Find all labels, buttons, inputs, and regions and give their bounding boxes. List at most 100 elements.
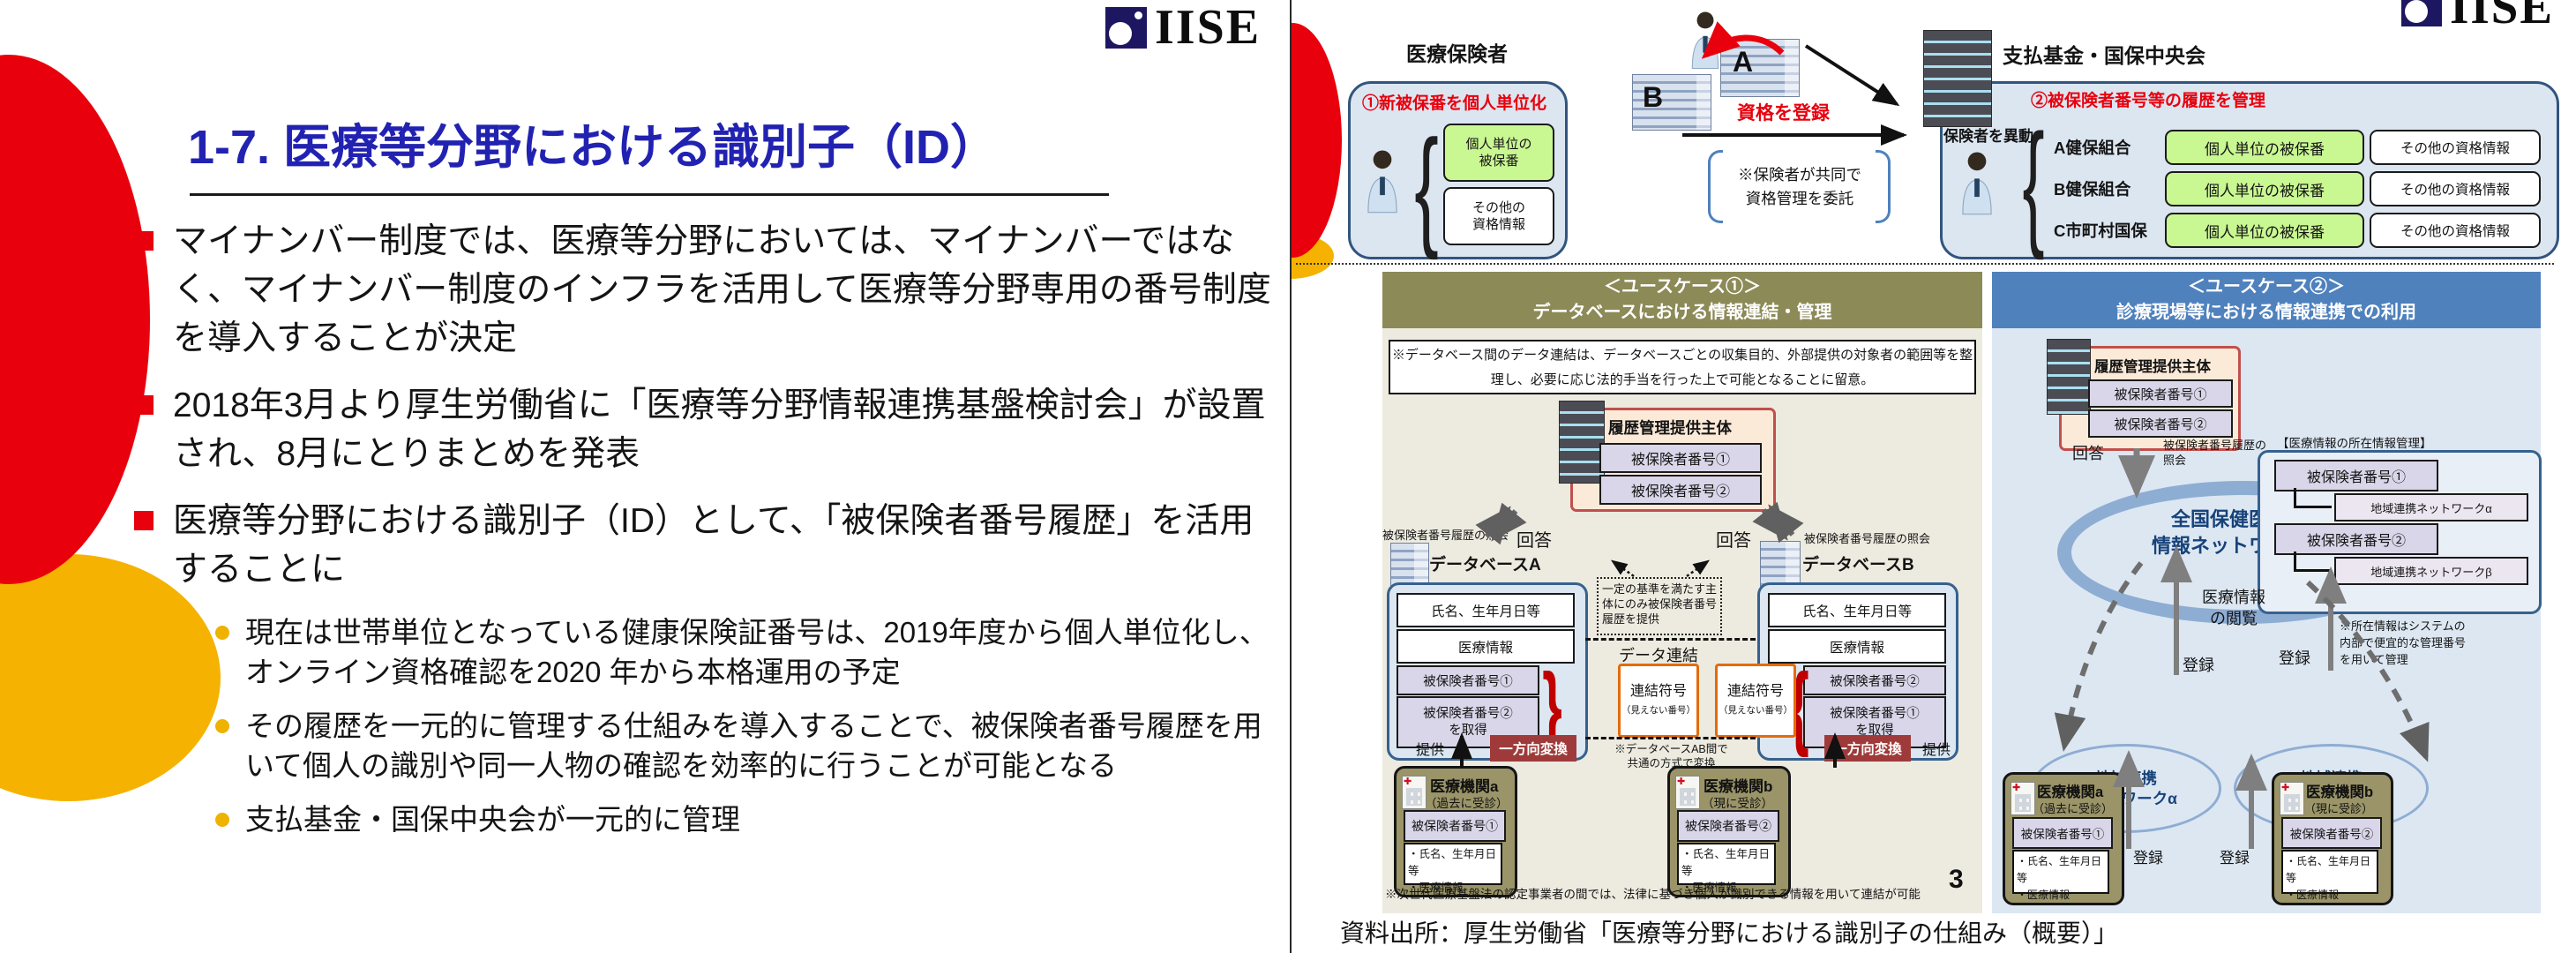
joint-management-note: ※保険者が共同で 資格管理を委託 [1738, 166, 1861, 207]
iise-logo-text: IISE [1155, 0, 1262, 55]
answer-label: 回答 [2072, 445, 2104, 462]
slide-left: IISE 1-7. 医療等分野における識別子（ID） マイナンバー制度では、医療… [0, 0, 1290, 853]
hospital-icon [1675, 776, 1700, 809]
connector-line [2294, 488, 2332, 508]
red-circle-decoration [0, 55, 150, 584]
inst-b-name: 医療機関b [1704, 778, 1773, 795]
org-b-personal-number: 個人単位の被保番 [2165, 171, 2364, 206]
org-b-label: B健保組合 [2054, 180, 2131, 199]
location-note: ※所在情報はシステムの 内部で便宜的な管理番号 を用いて管理 [2340, 619, 2467, 666]
medical-inst-b-box: 医療機関b （現に受診） 被保険者番号② ・氏名、生年月日等 ・医療情報 [1667, 766, 1791, 897]
sub-bullet-text: 支払基金・国保中央会が一元的に管理 [245, 803, 740, 836]
bullet-text: 医療等分野における識別子（ID）として、「被保険者番号履歴」を活用することに [173, 502, 1254, 589]
hospital-icon [1402, 776, 1427, 809]
other-info-box: その他の 資格情報 [1443, 187, 1554, 245]
inst-b-number: 被保険者番号② [2281, 817, 2382, 849]
view-medical-info-label: 医療情報 の閲覧 [2202, 589, 2265, 627]
register-qualification-label: 資格を登録 [1737, 103, 1830, 124]
bullet-text: マイナンバー制度では、医療等分野においては、マイナンバーではなく、マイナンバー制… [173, 222, 1271, 357]
person-icon [1691, 11, 1719, 69]
inst-b-sub: （現に受診） [2304, 802, 2374, 815]
data-link-label: データ連結 [1619, 647, 1698, 664]
inquiry-label: 被保険者番号履歴の 照会 [2163, 439, 2267, 467]
org-a-other-info: その他の資格情報 [2370, 130, 2541, 165]
hospital-icon [2280, 782, 2304, 815]
db-a-name-row: 氏名、生年月日等 [1397, 593, 1575, 627]
inst-b-name: 医療機関b [2306, 784, 2374, 800]
usecase1-note: ※データベース間のデータ連結は、データベースごとの収集目的、外部提供の対象者の範… [1389, 340, 1976, 394]
provide-right-label: 提供 [1922, 743, 1951, 758]
org-c-personal-number: 個人単位の被保番 [2165, 213, 2364, 248]
answer-left-label: 回答 [1516, 531, 1552, 551]
org-a-label: A健保組合 [2054, 139, 2131, 157]
history-management-box-title: ②被保険者番号等の履歴を管理 [2031, 92, 2266, 110]
oneway-convert-right: 一方向変換 [1824, 735, 1911, 762]
payment-fund-label: 支払基金・国保中央会 [2003, 44, 2205, 67]
criteria-note: 一定の基準を満たす主体にのみ被保険者番号履歴を提供 [1597, 577, 1722, 635]
bullet-item: マイナンバー制度では、医療等分野においては、マイナンバーではなく、マイナンバー制… [134, 217, 1290, 363]
iise-logo-icon [1105, 7, 1147, 49]
register-label: 登録 [2279, 649, 2310, 667]
iise-logo: IISE [1105, 0, 1262, 55]
org-c-label: C市町村国保 [2054, 221, 2147, 240]
inst-a-sub: （過去に受診） [2033, 802, 2114, 815]
inst-b-number: 被保険者番号② [1677, 810, 1779, 842]
inquiry-right-label: 被保険者番号履歴の照会 [1804, 532, 1931, 545]
bullet-item: 2018年3月より厚生労働省に「医療等分野情報連携基盤検討会」が設置され、8月に… [134, 381, 1290, 478]
inst-b-detail: ・氏名、生年月日等 ・医療情報 [2281, 850, 2378, 901]
database-b-label: データベースB [1802, 556, 1914, 574]
sub-bullet-dot-icon [215, 719, 229, 733]
convert-dashed-line [1585, 737, 1756, 739]
bullet-text: 2018年3月より厚生労働省に「医療等分野情報連携基盤検討会」が設置され、8月に… [173, 386, 1266, 473]
usecase2-header: ＜ユースケース②＞ 診療現場等における情報連携での利用 [1992, 272, 2541, 328]
medical-inst-a-box: 医療機関a （過去に受診） 被保険者番号① ・氏名、生年月日等 ・医療情報 [2003, 772, 2124, 905]
inst-a-name: 医療機関a [2037, 784, 2104, 800]
title-underline [190, 193, 1109, 196]
iise-logo-icon [2401, 0, 2442, 26]
bullet-square-icon [134, 395, 154, 415]
blue-bracket-right-icon [1876, 150, 1891, 223]
database-a-label: データベースA [1429, 556, 1541, 574]
label-a: A [1733, 46, 1754, 78]
register-label: 登録 [2133, 850, 2163, 867]
iise-logo: IISE [2401, 0, 2555, 34]
sub-bullet-item: 現在は世帯単位となっている健康保険証番号は、2019年度から個人単位化し、オンラ… [215, 612, 1290, 692]
bullet-list: マイナンバー制度では、医療等分野においては、マイナンバーではなく、マイナンバー制… [134, 217, 1290, 853]
brace-icon: { [1414, 112, 1439, 260]
provide-left-label: 提供 [1416, 743, 1445, 758]
location-number1: 被保険者番号① [2274, 460, 2438, 492]
history-provider-title: 履歴管理提供主体 [1608, 419, 1732, 437]
org-c-other-info: その他の資格情報 [2370, 213, 2541, 248]
answer-right-label: 回答 [1716, 531, 1751, 551]
db-a-medical-row: 医療情報 [1397, 629, 1575, 664]
usecase1-header: ＜ユースケース①＞ データベースにおける情報連結・管理 [1382, 272, 1982, 328]
insurer-label: 医療保険者 [1406, 42, 1508, 65]
database-b-building-icon [1760, 541, 1801, 587]
db-b-number2-row: 被保険者番号② [1803, 665, 1946, 695]
location-management-box: 被保険者番号① 地域連携ネットワークα 被保険者番号② 地域連携ネットワークβ [2258, 450, 2542, 614]
link-code-sub: （見えない番号） [1621, 705, 1696, 716]
new-number-box-title: ①新被保番を個人単位化 [1362, 94, 1547, 113]
inst-a-number: 被保険者番号① [1404, 810, 1506, 842]
location-number2: 被保険者番号② [2274, 523, 2438, 555]
red-circle-decoration [1292, 23, 1342, 258]
bullet-square-icon [134, 231, 154, 251]
inquiry-left-label: 被保険者番号履歴の照会 [1382, 529, 1509, 542]
red-brace-icon: } [1542, 655, 1562, 758]
link-code-title: 連結符号 [1726, 684, 1784, 699]
page-number: 3 [1949, 865, 1964, 894]
diagonal-arrow [1804, 44, 1900, 107]
inst-a-name: 医療機関a [1430, 778, 1499, 795]
sub-bullet-dot-icon [215, 813, 229, 827]
provider-number2: 被保険者番号② [2088, 409, 2233, 438]
dotted-separator [1296, 263, 2554, 265]
iise-logo-text: IISE [2450, 0, 2555, 34]
db-a-number1-row: 被保険者番号① [1397, 665, 1539, 695]
provider-building-icon [2047, 339, 2091, 415]
inst-a-detail: ・氏名、生年月日等 ・医療情報 [1404, 843, 1502, 894]
inst-b-sub: （現に受診） [1702, 797, 1773, 810]
sub-bullet-dot-icon [215, 626, 229, 640]
usecase2-panel: ＜ユースケース②＞ 診療現場等における情報連携での利用 全国保健医療 情報ネット… [1992, 272, 2542, 913]
sub-bullet-text: その履歴を一元的に管理する仕組みを導入することで、被保険者番号履歴を用いて個人の… [245, 709, 1262, 782]
provider-number2: 被保険者番号② [1599, 475, 1762, 505]
